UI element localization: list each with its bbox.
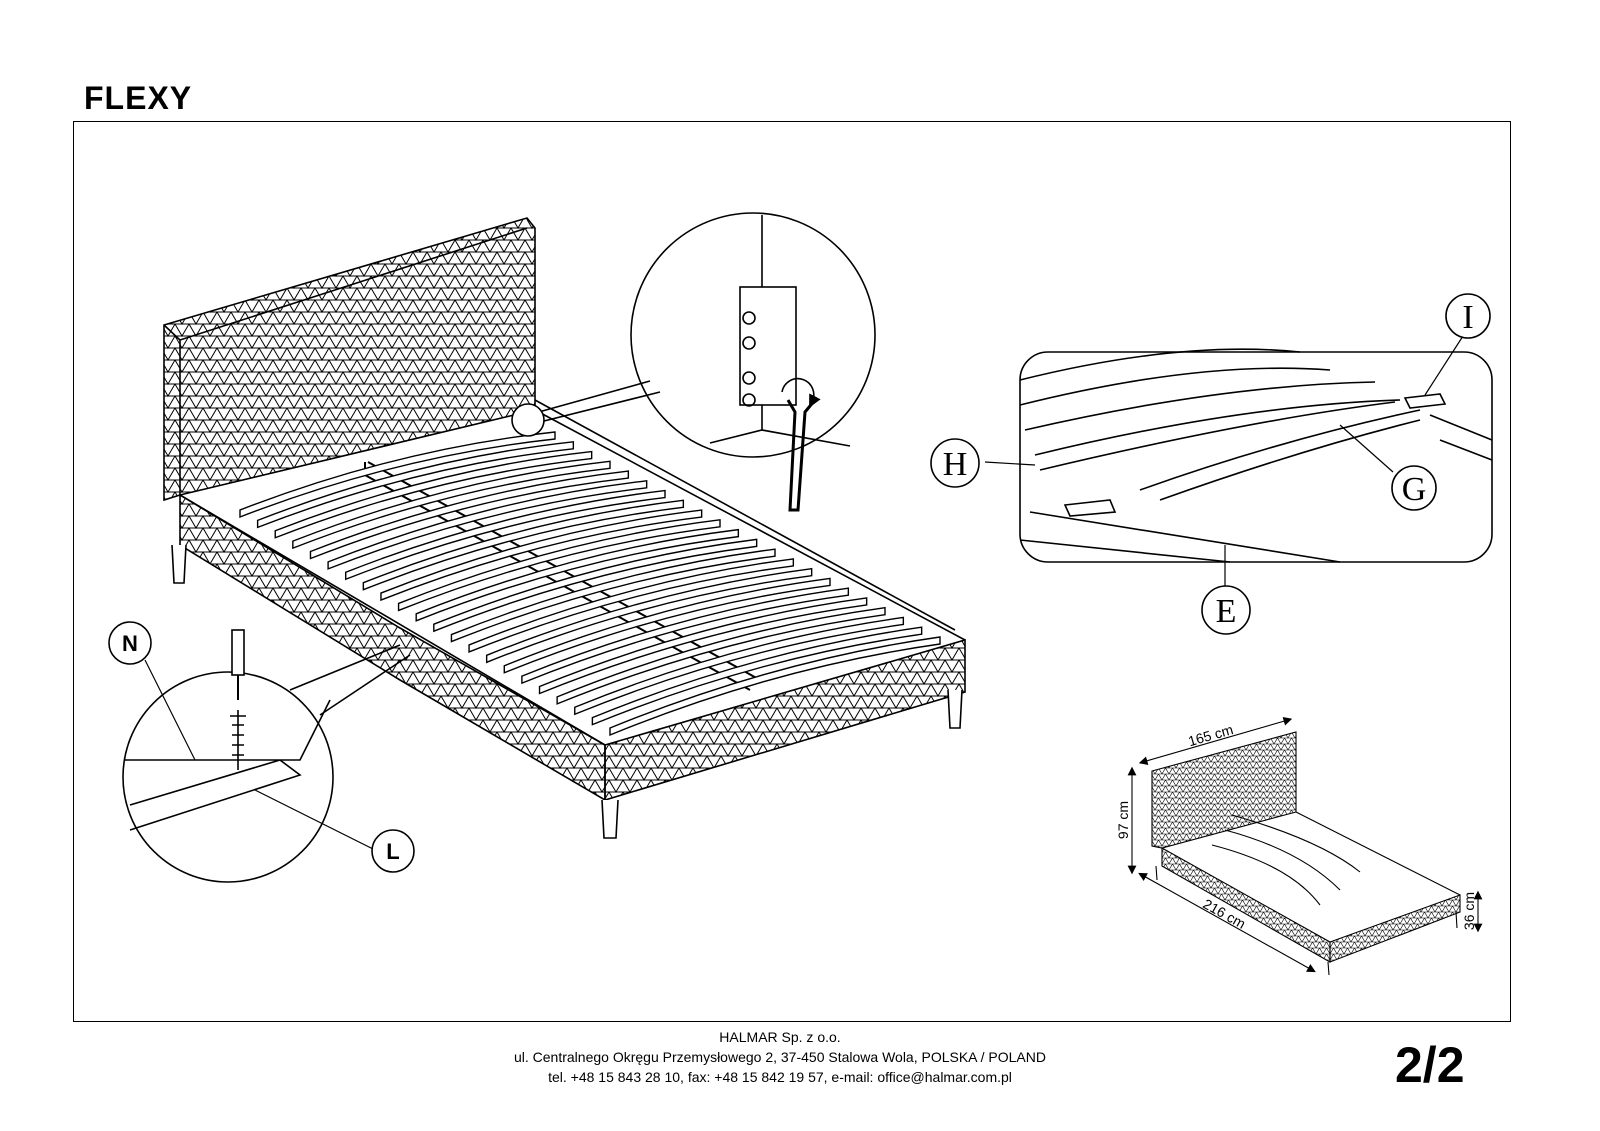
- bed-slat: [433, 538, 758, 633]
- callout-I: I: [1462, 299, 1473, 336]
- slat-holder-I: [1403, 393, 1447, 409]
- slat-detail-box: [1019, 348, 1493, 563]
- leg-front-right: [947, 689, 963, 729]
- callout-circle-I: [1445, 293, 1491, 339]
- callout-H: H: [943, 446, 968, 483]
- dimension-width: 165 cm: [1186, 721, 1235, 749]
- dimension-leg-height: 36 cm: [1461, 892, 1477, 930]
- rotate-arrow-icon: [781, 377, 821, 408]
- bed-slat: [450, 548, 776, 643]
- bed-slat: [503, 577, 831, 674]
- bracket-detail: [527, 212, 876, 512]
- length-dimension-line: [1138, 872, 1316, 973]
- callout-G: G: [1402, 471, 1427, 508]
- bed-slat: [256, 440, 575, 529]
- bed-slat: [415, 528, 740, 622]
- callout-E: E: [1216, 593, 1237, 630]
- document-title: FLEXY: [84, 80, 193, 116]
- bed-slat: [380, 509, 703, 602]
- bed-slat: [574, 616, 905, 716]
- bed-slat: [397, 519, 721, 612]
- bed-slat: [521, 587, 850, 685]
- callout-circle-H: [930, 438, 980, 488]
- dimension-height: 97 cm: [1115, 801, 1131, 839]
- callout-circle-G: [1391, 465, 1437, 511]
- footer-address: ul. Centralnego Okręgu Przemysłowego 2, …: [513, 1049, 1046, 1065]
- leg-front-left: [601, 799, 619, 839]
- bracket-plate: [739, 286, 797, 406]
- bed-slat: [327, 480, 648, 570]
- slat-holder-H: [1063, 499, 1117, 517]
- bed-slat: [538, 597, 868, 695]
- screwdriver-icon: [231, 629, 245, 676]
- callout-circle-L: [371, 829, 415, 873]
- bed-slat: [485, 567, 813, 664]
- callout-N: N: [122, 631, 138, 656]
- drawing-frame: [73, 121, 1511, 1022]
- bed-slat: [362, 499, 685, 591]
- bed-slat: [609, 636, 941, 737]
- callout-L: L: [386, 839, 399, 864]
- bed-slat: [292, 460, 611, 550]
- dimension-bed-drawing: [1127, 716, 1483, 976]
- screw-icon: [230, 710, 246, 770]
- bed-slat: [468, 558, 795, 653]
- leg-back-left: [171, 544, 187, 584]
- callout-circle-N: [108, 621, 152, 665]
- foot-rail: [604, 638, 966, 802]
- bed-slat: [345, 489, 666, 581]
- allen-key-icon: [786, 399, 817, 512]
- bed-slat: [309, 470, 630, 560]
- screw-detail: [122, 629, 411, 883]
- footer: HALMAR Sp. z o.o. ul. Centralnego Okręgu…: [0, 1027, 1560, 1087]
- footer-contact: tel. +48 15 843 28 10, fax: +48 15 842 1…: [548, 1069, 1012, 1085]
- width-dimension-line: [1138, 716, 1293, 766]
- footer-company: HALMAR Sp. z o.o.: [719, 1029, 841, 1045]
- bracket-location-marker: [511, 403, 545, 437]
- callout-circle-E: [1201, 585, 1251, 635]
- bed-slat: [556, 606, 886, 705]
- bed-slat: [274, 450, 593, 539]
- bed-slat: [591, 626, 923, 726]
- page-number: 2/2: [1395, 1037, 1465, 1093]
- slats: [239, 431, 941, 737]
- bed-slat: [239, 431, 556, 519]
